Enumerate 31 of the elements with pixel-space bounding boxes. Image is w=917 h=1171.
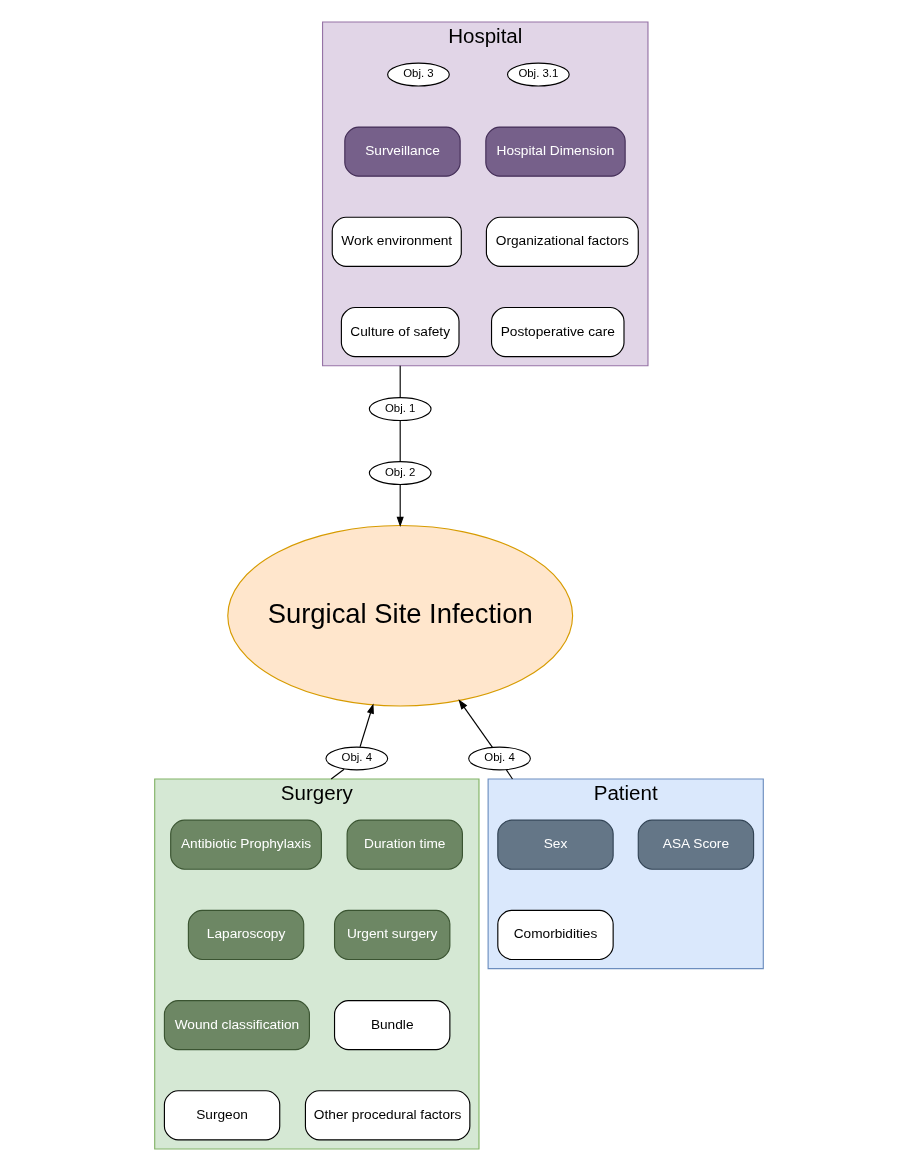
node-ellipse: Obj. 4 — [324, 746, 388, 771]
node-box: Wound classification — [163, 1000, 310, 1051]
node-box: Surveillance — [343, 126, 461, 177]
node-box: Other procedural factors — [304, 1090, 470, 1141]
node-ellipse: Obj. 3.1 — [506, 62, 570, 87]
connector — [330, 768, 345, 780]
node-ellipse: Obj. 4 — [467, 746, 531, 771]
connector — [505, 769, 513, 780]
node-box: Hospital Dimension — [484, 126, 626, 177]
node-box: Bundle — [333, 1000, 450, 1051]
node-ellipse: Obj. 2 — [368, 461, 432, 485]
node-box: Culture of safety — [340, 306, 460, 358]
node-box: Comorbidities — [496, 909, 614, 961]
node-box: Antibiotic Prophylaxis — [169, 819, 322, 870]
node-box: ASA Score — [637, 819, 754, 870]
connector — [399, 420, 401, 462]
node-box: Postoperative care — [490, 306, 625, 358]
arrow — [359, 703, 374, 748]
connector — [399, 365, 401, 399]
node-box: Organizational factors — [485, 216, 639, 267]
arrow — [396, 484, 404, 528]
node-box: Urgent surgery — [333, 909, 450, 961]
node-ellipse: Obj. 3 — [386, 62, 450, 87]
node-ellipse: Obj. 1 — [368, 397, 432, 422]
node-box: Laparoscopy — [187, 909, 304, 961]
node-box: Surgeon — [163, 1090, 280, 1141]
node-ellipse: Surgical Site Infection — [226, 524, 573, 707]
node-box: Duration time — [346, 819, 463, 870]
arrow — [457, 699, 493, 748]
node-box: Sex — [496, 819, 614, 870]
node-box: Work environment — [331, 216, 462, 267]
